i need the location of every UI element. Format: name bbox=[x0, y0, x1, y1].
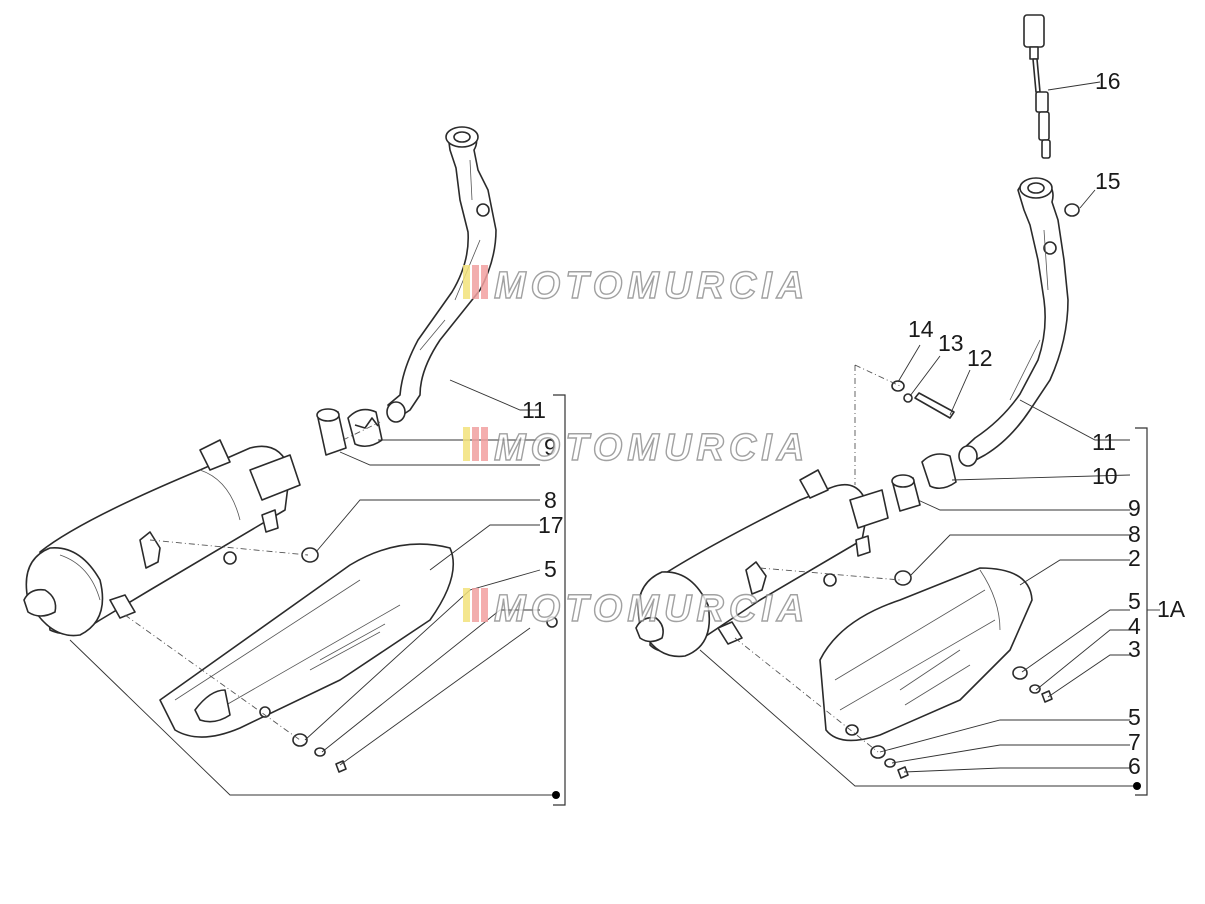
right-washer-lower bbox=[884, 758, 896, 768]
right-assembly-dot bbox=[1133, 782, 1141, 790]
right-heat-shield bbox=[819, 567, 1033, 742]
left-silencer bbox=[23, 439, 301, 637]
left-gasket bbox=[316, 408, 347, 456]
left-heat-shield bbox=[159, 543, 455, 738]
right-nut bbox=[1064, 203, 1080, 217]
callout-right-12: 12 bbox=[967, 345, 993, 371]
left-clamp bbox=[347, 408, 383, 448]
right-washer-upper bbox=[1029, 684, 1041, 694]
left-exhaust-pipe bbox=[386, 126, 497, 423]
right-clamp bbox=[921, 453, 957, 490]
right-assembly bbox=[635, 14, 1160, 796]
callout-right-8: 8 bbox=[1128, 521, 1141, 547]
callouts-left: 11 9 8 17 5 bbox=[522, 397, 564, 582]
right-screw-lower bbox=[897, 766, 909, 779]
right-exhaust-pipe bbox=[958, 177, 1069, 467]
callout-left-17: 17 bbox=[538, 512, 564, 538]
left-small-bushing bbox=[546, 616, 558, 628]
watermark-middle: MOTOMURCIA bbox=[463, 426, 809, 470]
callout-left-11: 11 bbox=[522, 397, 546, 423]
callout-right-14: 14 bbox=[908, 316, 934, 342]
right-screw-upper bbox=[1041, 690, 1053, 703]
left-rubber-bumper bbox=[301, 547, 319, 563]
callout-right-10: 10 bbox=[1092, 463, 1118, 489]
callout-right-15: 15 bbox=[1095, 168, 1121, 194]
right-gasket bbox=[891, 474, 921, 512]
right-lambda-sensor bbox=[1023, 14, 1051, 159]
left-assembly bbox=[23, 126, 566, 806]
callout-right-5b: 5 bbox=[1128, 704, 1141, 730]
callout-right-2: 2 bbox=[1128, 545, 1141, 571]
callout-right-11: 11 bbox=[1092, 429, 1116, 455]
callout-right-4: 4 bbox=[1128, 613, 1141, 639]
watermark-bottom: MOTOMURCIA bbox=[463, 587, 809, 631]
left-bushing bbox=[292, 733, 308, 747]
callout-right-1a: 1A bbox=[1157, 596, 1186, 622]
right-silencer bbox=[635, 469, 889, 658]
watermark-top: MOTOMURCIA bbox=[463, 264, 809, 308]
left-washer bbox=[314, 747, 326, 757]
left-screw bbox=[335, 760, 347, 773]
watermark-text-top: MOTOMURCIA bbox=[494, 265, 809, 307]
callout-right-13: 13 bbox=[938, 330, 964, 356]
callout-left-8: 8 bbox=[544, 487, 557, 513]
right-bolt-set bbox=[891, 380, 955, 419]
callouts-right: 16 15 14 13 12 11 10 9 8 2 5 4 3 5 7 6 1… bbox=[908, 68, 1186, 779]
callout-right-9: 9 bbox=[1128, 495, 1141, 521]
callout-right-3: 3 bbox=[1128, 636, 1141, 662]
watermark-text-bottom: MOTOMURCIA bbox=[494, 588, 809, 630]
right-rubber-bumper bbox=[894, 570, 912, 586]
callout-right-7: 7 bbox=[1128, 729, 1141, 755]
right-bushing-upper bbox=[1012, 666, 1028, 680]
callout-right-5a: 5 bbox=[1128, 588, 1141, 614]
callout-left-5: 5 bbox=[544, 556, 557, 582]
callout-right-16: 16 bbox=[1095, 68, 1121, 94]
callout-left-9: 9 bbox=[544, 434, 557, 460]
callout-right-6: 6 bbox=[1128, 753, 1141, 779]
watermark-text-middle: MOTOMURCIA bbox=[494, 427, 809, 469]
left-assembly-dot bbox=[552, 791, 560, 799]
